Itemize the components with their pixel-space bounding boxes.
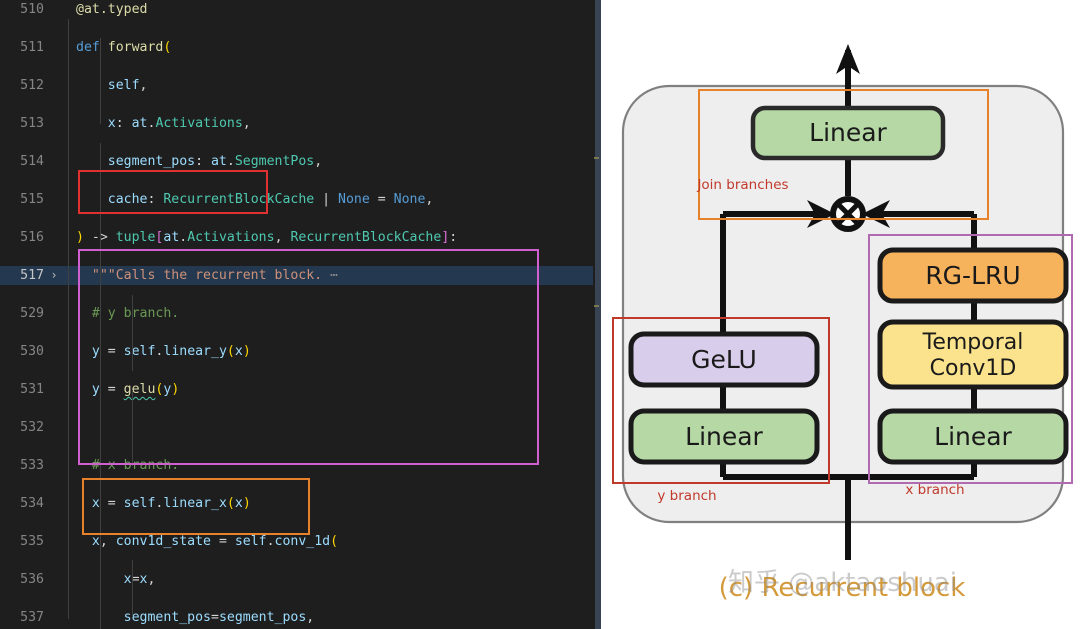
minimap-slider[interactable]	[595, 0, 601, 629]
code-line-516[interactable]: 516 ) -> tuple[at.Activations, RecurrentB…	[0, 228, 601, 247]
code-line-text: x=x,	[76, 572, 156, 587]
code-line-text: y = gelu(y)	[76, 382, 180, 397]
code-line-534[interactable]: 534 x = self.linear_x(x)	[0, 494, 601, 513]
code-line-text: self,	[76, 78, 148, 93]
code-line-text: segment_pos=segment_pos,	[76, 610, 315, 625]
arrowhead-left-into-multiply	[807, 200, 835, 228]
line-number: 513	[20, 116, 44, 131]
label-x-branch: x branch	[905, 482, 964, 498]
code-line-text: segment_pos: at.SegmentPos,	[76, 154, 323, 169]
code-line-text: x, conv1d_state = self.conv_1d(	[76, 534, 339, 549]
block-linear-x-label: Linear	[934, 422, 1012, 451]
code-line-533[interactable]: 533 # x branch.	[0, 456, 601, 475]
recurrent-block-diagram: Linear RG-LRU Temporal Conv1D GeLU L	[612, 44, 1073, 603]
block-rg-lru: RG-LRU	[877, 247, 1069, 304]
code-line-text: """Calls the recurrent block. ⋯	[76, 268, 339, 283]
code-line-529[interactable]: 529 # y branch.	[0, 304, 601, 323]
line-number: 514	[20, 154, 44, 169]
indent-guide	[100, 143, 101, 629]
code-line-text: ) -> tuple[at.Activations, RecurrentBloc…	[76, 230, 458, 245]
code-line-511[interactable]: 511 def forward(	[0, 38, 601, 57]
label-y-branch: y branch	[657, 488, 716, 504]
line-number: 537	[20, 610, 44, 625]
code-line-text: # x branch.	[76, 458, 180, 473]
code-line-537[interactable]: 537 segment_pos=segment_pos,	[0, 608, 601, 627]
line-number: 536	[20, 572, 44, 587]
block-linear-out-label: Linear	[809, 118, 887, 147]
block-linear-y-label: Linear	[685, 422, 763, 451]
editor-minimap[interactable]	[593, 0, 601, 629]
code-line-513[interactable]: 513 x: at.Activations,	[0, 114, 601, 133]
line-number: 535	[20, 534, 44, 549]
indent-guide	[132, 390, 133, 466]
block-gelu: GeLU	[628, 331, 820, 388]
block-linear-y: Linear	[628, 408, 820, 465]
code-line-512[interactable]: 512 self,	[0, 76, 601, 95]
fold-caret-icon[interactable]: ›	[50, 268, 58, 282]
block-rg-lru-label: RG-LRU	[925, 261, 1020, 290]
code-line-536[interactable]: 536 x=x,	[0, 570, 601, 589]
line-number: 532	[20, 420, 44, 435]
indent-guide	[100, 38, 101, 124]
block-gelu-label: GeLU	[691, 345, 757, 374]
x-branch-annotation	[868, 234, 1073, 484]
line-number: 533	[20, 458, 44, 473]
line-number: 517	[20, 268, 44, 283]
code-line-text: def forward(	[76, 40, 172, 55]
code-line-517[interactable]: 517 › """Calls the recurrent block. ⋯	[0, 266, 601, 285]
line-number: 516	[20, 230, 44, 245]
line-number: 510	[20, 2, 44, 17]
block-temporal-conv1d-label-line2: Conv1D	[930, 356, 1017, 381]
code-line-text: # y branch.	[76, 306, 180, 321]
code-line-text: y = self.linear_y(x)	[76, 344, 251, 359]
indent-guide	[132, 295, 133, 371]
code-line-535[interactable]: 535 x, conv1d_state = self.conv_1d(	[0, 532, 601, 551]
code-line-515[interactable]: 515 cache: RecurrentBlockCache | None = …	[0, 190, 601, 209]
code-editor-pane[interactable]: 510 @at.typed 511 def forward( 512 self, 513 …	[0, 0, 601, 629]
code-line-532[interactable]: 532	[0, 418, 601, 437]
indent-guide	[132, 560, 133, 617]
code-line-531[interactable]: 531 y = gelu(y)	[0, 380, 601, 399]
code-line-text: x = self.linear_x(x)	[76, 496, 251, 511]
line-number: 531	[20, 382, 44, 397]
arrowhead-right-into-multiply	[862, 200, 890, 228]
diagram-caption: (c) Recurrent block	[719, 573, 966, 603]
diagram-pane: Linear RG-LRU Temporal Conv1D GeLU L	[601, 0, 1084, 629]
code-lines-container[interactable]: 510 @at.typed 511 def forward( 512 self, 513 …	[0, 0, 601, 629]
block-linear-x: Linear	[877, 408, 1069, 465]
join-branches-annotation	[698, 89, 989, 220]
y-branch-annotation	[612, 317, 830, 484]
code-line-text: @at.typed	[76, 2, 148, 17]
line-number: 511	[20, 40, 44, 55]
line-number: 512	[20, 78, 44, 93]
line-number: 515	[20, 192, 44, 207]
label-join-branches: Join branches	[696, 177, 788, 193]
code-line-530[interactable]: 530 y = self.linear_y(x)	[0, 342, 601, 361]
line-number: 530	[20, 344, 44, 359]
line-number: 529	[20, 306, 44, 321]
code-line-text: cache: RecurrentBlockCache | None = None…	[76, 192, 434, 207]
minimap-marker	[594, 305, 599, 307]
block-temporal-conv1d-label-line1: Temporal	[922, 330, 1024, 355]
block-linear-out: Linear	[750, 105, 946, 161]
code-line-text: x: at.Activations,	[76, 116, 251, 131]
indent-guide	[68, 19, 69, 619]
code-line-510[interactable]: 510 @at.typed	[0, 0, 601, 19]
line-number: 534	[20, 496, 44, 511]
multiply-glyph	[836, 202, 860, 226]
minimap-marker	[594, 157, 599, 159]
block-temporal-conv1d: Temporal Conv1D	[877, 319, 1069, 390]
code-line-514[interactable]: 514 segment_pos: at.SegmentPos,	[0, 152, 601, 171]
arrowhead-output	[836, 44, 860, 74]
